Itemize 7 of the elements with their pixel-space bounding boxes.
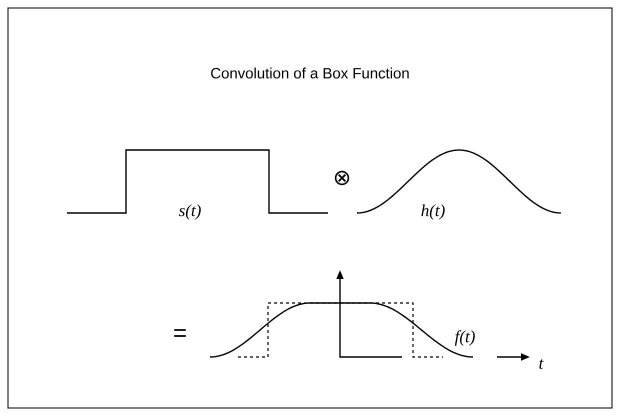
function-label: f(t) [454,330,475,346]
equals-sign: = [174,329,186,337]
function-label: s(t) [178,204,201,220]
function-label: h(t) [421,204,445,220]
title: Convolution of a Box Function [211,68,409,78]
operator-symbol: ⊗ [334,170,350,186]
axis-label: t [539,359,544,369]
